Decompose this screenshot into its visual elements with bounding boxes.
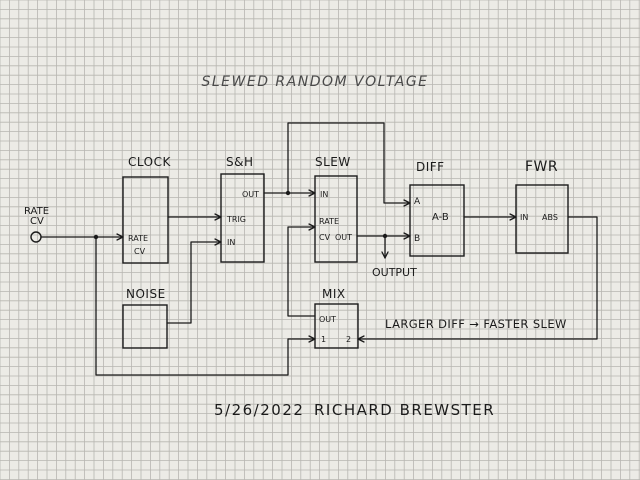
slew-port-rate: RATE <box>319 217 339 226</box>
fwr-port-in: IN <box>520 213 528 222</box>
diagram-title: SLEWED RANDOM VOLTAGE <box>201 74 428 90</box>
diff-port-b: B <box>414 234 420 244</box>
noise-block <box>122 304 168 349</box>
arrow-slew-rate <box>308 223 316 231</box>
clock-port-rate: RATE <box>128 234 148 243</box>
noise-block-label: NOISE <box>126 287 166 301</box>
fwr-port-abs: ABS <box>542 213 558 222</box>
mix-port-out: OUT <box>319 315 336 324</box>
input-jack-label-line1: RATE <box>24 206 49 217</box>
rate-cv-input-jack <box>30 231 42 243</box>
output-label: OUTPUT <box>372 266 417 279</box>
signal-wires <box>40 122 598 376</box>
snh-port-out: OUT <box>242 190 259 199</box>
wire-mix-to-slew-rate <box>287 226 316 317</box>
arrow-snh-trig <box>214 213 222 221</box>
mix-block-label: MIX <box>322 287 346 301</box>
slew-block <box>314 175 358 263</box>
arrow-mix-2 <box>357 335 365 343</box>
wire-noise-to-snh-in <box>166 241 222 324</box>
snh-port-trig: TRIG <box>226 215 246 224</box>
annotation-text: LARGER DIFF → FASTER SLEW <box>385 317 567 331</box>
arrow-output <box>381 251 389 259</box>
slew-port-out: OUT <box>335 233 352 242</box>
wire-input-to-mix-1 <box>95 236 316 376</box>
wire-snh-to-diff-a <box>287 122 411 204</box>
snh-block-label: S&H <box>226 155 254 169</box>
signature-date: 5/26/2022 <box>214 401 304 419</box>
arrow-snh-in <box>214 238 222 246</box>
snh-port-in: IN <box>227 238 235 247</box>
arrow-fwr-in <box>509 213 517 221</box>
mix-port-1: 1 <box>321 335 326 344</box>
arrow-clock-rate <box>116 233 124 241</box>
slew-port-cv: CV <box>319 233 331 242</box>
clock-block-label: CLOCK <box>128 155 171 169</box>
fwr-block-label: FWR <box>525 159 558 175</box>
diff-operation: A-B <box>432 212 449 223</box>
arrow-diff-b <box>403 232 411 240</box>
snh-block <box>220 173 265 263</box>
mix-block <box>314 303 359 349</box>
fwr-block <box>515 184 569 254</box>
arrow-diff-a <box>403 199 411 207</box>
slew-block-label: SLEW <box>315 155 351 169</box>
input-jack-label-line2: CV <box>30 216 44 227</box>
clock-port-cv: CV <box>134 247 146 256</box>
diff-block <box>409 184 465 257</box>
slew-port-in: IN <box>320 190 328 199</box>
diff-port-a: A <box>414 197 421 207</box>
signature-name: RICHARD BREWSTER <box>314 401 495 419</box>
arrow-mix-1 <box>308 335 316 343</box>
wire-fwr-to-mix-2 <box>357 216 598 340</box>
arrow-slew-in <box>308 189 316 197</box>
clock-block <box>122 176 169 264</box>
diff-block-label: DIFF <box>416 160 445 174</box>
mix-port-2: 2 <box>346 335 351 344</box>
